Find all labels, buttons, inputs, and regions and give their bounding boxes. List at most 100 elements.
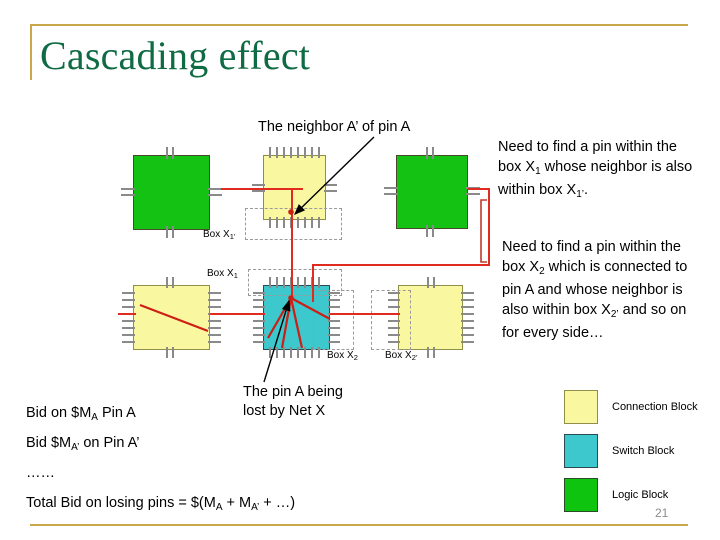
- bid1-sub: A: [91, 412, 98, 423]
- pin-conn-top-r2: [324, 190, 337, 192]
- pin-connR-r8: [461, 341, 474, 343]
- wire-conn-top-internal-v: [291, 188, 293, 300]
- pin-logic-tl-top-2: [172, 147, 174, 159]
- bid4-sub1: A: [215, 502, 223, 513]
- pin-connL-l6: [122, 327, 135, 329]
- pin-conn-top-b6: [304, 217, 306, 228]
- pin-sw-t3: [283, 277, 285, 288]
- pin-sw-r3: [328, 306, 340, 308]
- neighbor-annotation: The neighbor A’ of pin A: [258, 119, 411, 135]
- note1-part2: whose neighbor is also within box X: [498, 158, 693, 199]
- pin-conn-top-t3: [283, 147, 285, 158]
- pin-connL-l7: [122, 334, 135, 336]
- pin-logic-tl-top-1: [166, 147, 168, 159]
- pin-connR-l8: [388, 341, 400, 343]
- wire-conn-top-internal-h: [255, 188, 303, 190]
- pin-connL-t2: [172, 277, 174, 288]
- box-x2-sub: 2: [353, 353, 358, 362]
- box-x1-sub: 1: [233, 271, 238, 280]
- pin-logic-tl-bot-1: [166, 226, 168, 238]
- connection-block-right: [398, 285, 463, 350]
- wire-far-left-in: [118, 313, 136, 315]
- pin-conn-top-r1: [324, 184, 337, 186]
- pin-connR-r1: [461, 292, 474, 294]
- pin-logic-tl-bot-2: [172, 226, 174, 238]
- pin-conn-top-l2: [252, 190, 265, 192]
- pin-conn-top-t4: [290, 147, 292, 158]
- title-left-rule: [30, 24, 32, 80]
- pin-connR-r3: [461, 306, 474, 308]
- pin-lost-line-1: The pin A being: [243, 384, 343, 400]
- pin-sw-b5: [297, 347, 299, 358]
- pin-logic-tl-left-1: [121, 188, 135, 190]
- pin-connL-r2: [208, 299, 221, 301]
- pin-conn-top-t1: [269, 147, 271, 158]
- note1-part1: Need to find a pin within the box X: [498, 139, 677, 175]
- pin-sw-r7: [328, 334, 340, 336]
- bid-line-total: Total Bid on losing pins = $(MA + MA’ + …: [26, 494, 295, 517]
- bid2-a: Bid $M: [26, 435, 72, 451]
- box-x1-region: [248, 269, 342, 296]
- pin-connR-r4: [461, 313, 474, 315]
- pin-sw-l6: [253, 327, 265, 329]
- box-x2-prime-label: Box X2’: [385, 350, 418, 364]
- logic-block-top-left: [133, 155, 210, 230]
- pin-lost-line-2: lost by Net X: [243, 403, 326, 419]
- box-x2-prime-region: [371, 290, 411, 350]
- pin-logic-tr-left-1: [384, 187, 398, 189]
- pin-connL-r6: [208, 327, 221, 329]
- legend-swatch-switch-block: [564, 434, 598, 468]
- legend-label-switch-block: Switch Block: [612, 445, 675, 457]
- bid4-b: + M: [222, 495, 252, 511]
- box-x2-label: Box X2: [327, 350, 358, 364]
- pin-logic-tl-right-2: [208, 194, 222, 196]
- pin-connR-r7: [461, 334, 474, 336]
- pin-connR-r5: [461, 320, 474, 322]
- pin-sw-l3: [253, 306, 265, 308]
- bid4-sub2: A’: [251, 502, 260, 513]
- pin-connL-l2: [122, 299, 135, 301]
- pin-sw-r1: [328, 292, 340, 294]
- pin-conn-top-b3: [283, 217, 285, 228]
- pin-connR-b2: [433, 347, 435, 358]
- pin-sw-t8: [318, 277, 320, 288]
- pin-logic-tl-left-2: [121, 194, 135, 196]
- box-x1-prime-text: Box X: [203, 229, 230, 240]
- legend-swatch-connection-block: [564, 390, 598, 424]
- pin-connR-l1: [388, 292, 400, 294]
- pin-connL-r3: [208, 306, 221, 308]
- bid4-a: Total Bid on losing pins = $(M: [26, 495, 216, 511]
- wire-top-right-feed: [312, 264, 490, 266]
- bid2-b: on Pin A’: [79, 435, 140, 451]
- pin-connR-b1: [427, 347, 429, 358]
- pin-conn-top-t8: [318, 147, 320, 158]
- pin-sw-r8: [328, 341, 340, 343]
- pin-connR-l3: [388, 306, 400, 308]
- pin-sw-b3: [283, 347, 285, 358]
- pin-conn-top-t5: [297, 147, 299, 158]
- note2-sub1: 2: [539, 265, 545, 277]
- pin-connL-r1: [208, 292, 221, 294]
- pin-conn-top-l1: [252, 184, 265, 186]
- note-box-x1: Need to find a pin within the box X1 who…: [498, 138, 693, 205]
- pin-sw-t1: [269, 277, 271, 288]
- pin-connR-r2: [461, 299, 474, 301]
- pin-conn-top-b1: [269, 217, 271, 228]
- pin-lost-annotation: The pin A being lost by Net X: [243, 383, 343, 421]
- pin-sw-t2: [276, 277, 278, 288]
- pin-logic-tr-right-1: [466, 187, 480, 189]
- note1-sub1: 1: [535, 165, 541, 177]
- pin-connR-l6: [388, 327, 400, 329]
- pin-connL-b2: [172, 347, 174, 358]
- pin-connL-r8: [208, 341, 221, 343]
- pin-logic-tr-left-2: [384, 193, 398, 195]
- wire-switch-to-connR: [330, 313, 400, 315]
- pin-connL-r5: [208, 320, 221, 322]
- pin-conn-top-t2: [276, 147, 278, 158]
- page-number: 21: [655, 506, 669, 520]
- pin-sw-l2: [253, 299, 265, 301]
- pin-sw-t6: [304, 277, 306, 288]
- pin-sw-b6: [304, 347, 306, 358]
- pin-conn-top-t6: [304, 147, 306, 158]
- pin-connL-b1: [166, 347, 168, 358]
